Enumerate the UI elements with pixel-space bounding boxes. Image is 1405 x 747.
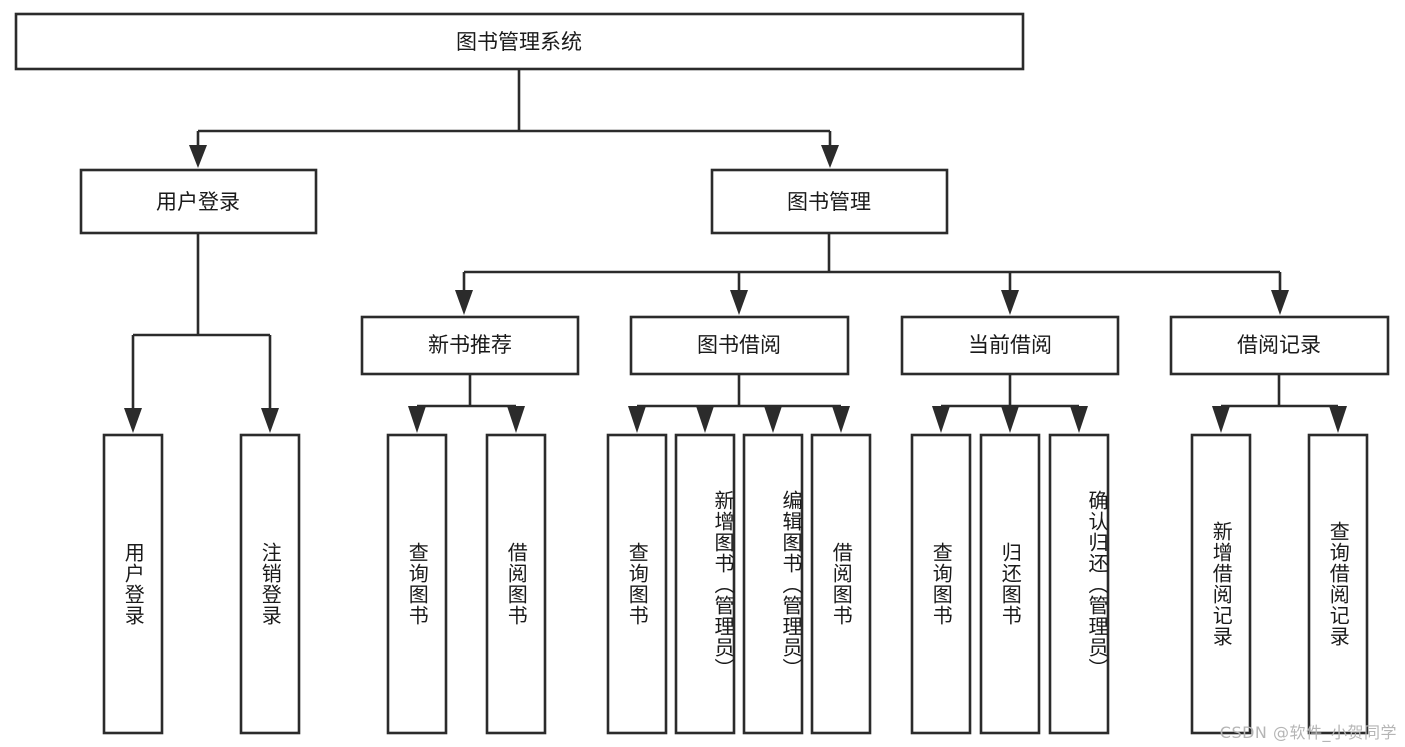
arrow-head-root-0-icon: [189, 145, 207, 168]
connector-book-borrow-to-leaves: [628, 374, 850, 433]
arrow-head-cb-2-icon: [1070, 406, 1088, 433]
node-new-book-recommend[interactable]: 新书推荐: [360, 315, 580, 376]
node-current-borrow-label: 当前借阅: [968, 333, 1052, 357]
leaf-box-br-0[interactable]: [1190, 433, 1252, 735]
node-root-label: 图书管理系统: [456, 30, 582, 54]
node-root-box[interactable]: [14, 12, 1025, 71]
node-new-book-recommend-label: 新书推荐: [428, 333, 512, 357]
leaf-box-bb-0[interactable]: [606, 433, 668, 735]
node-book-borrow-label: 图书借阅: [697, 333, 781, 357]
arrow-head-bm-3-icon: [1271, 290, 1289, 315]
node-book-management-box[interactable]: [710, 168, 949, 235]
node-book-borrow[interactable]: 图书借阅: [629, 315, 850, 376]
node-user-login[interactable]: 用户登录: [79, 168, 318, 235]
node-borrow-record-label: 借阅记录: [1237, 333, 1321, 357]
watermark-text: CSDN @软件_小贺同学: [1219, 723, 1397, 742]
leaf-box-bb-1[interactable]: [674, 433, 736, 735]
node-current-borrow[interactable]: 当前借阅: [900, 315, 1120, 376]
arrow-head-nbr-1-icon: [507, 406, 525, 433]
arrow-head-user-login-1-icon: [261, 408, 279, 433]
node-book-borrow-box[interactable]: [629, 315, 850, 376]
connector-book-management-to-level2: [455, 233, 1289, 315]
leaf-box-cb-0[interactable]: [910, 433, 972, 735]
node-borrow-record-box[interactable]: [1169, 315, 1390, 376]
arrow-head-bb-1-icon: [696, 406, 714, 433]
arrow-head-bb-3-icon: [832, 406, 850, 433]
leaf-box-br-1[interactable]: [1307, 433, 1369, 735]
node-user-login-label: 用户登录: [156, 190, 240, 214]
arrow-head-cb-1-icon: [1001, 406, 1019, 433]
arrow-head-bm-0-icon: [455, 290, 473, 315]
leaf-box-cb-2[interactable]: [1048, 433, 1110, 735]
leaf-box-nbr-1[interactable]: [485, 433, 547, 735]
arrow-head-bm-1-icon: [730, 290, 748, 315]
arrow-head-nbr-0-icon: [408, 406, 426, 433]
arrow-head-root-1-icon: [821, 145, 839, 168]
connector-user-login-to-leaves: [124, 233, 279, 433]
arrow-head-user-login-0-icon: [124, 408, 142, 433]
leaf-box-bb-2[interactable]: [742, 433, 804, 735]
arrow-head-bm-2-icon: [1001, 290, 1019, 315]
connector-root-to-level1: [189, 69, 839, 168]
node-current-borrow-box[interactable]: [900, 315, 1120, 376]
node-root[interactable]: 图书管理系统: [14, 12, 1025, 71]
arrow-head-bb-0-icon: [628, 406, 646, 433]
leaf-box-nbr-0[interactable]: [386, 433, 448, 735]
leaf-box-cb-1[interactable]: [979, 433, 1041, 735]
connector-current-borrow-to-leaves: [932, 374, 1088, 433]
connector-new-book-recommend-to-leaves: [408, 374, 525, 433]
node-borrow-record[interactable]: 借阅记录: [1169, 315, 1390, 376]
arrow-head-br-1-icon: [1329, 406, 1347, 433]
node-book-management[interactable]: 图书管理: [710, 168, 949, 235]
node-new-book-recommend-box[interactable]: [360, 315, 580, 376]
arrow-head-br-0-icon: [1212, 406, 1230, 433]
arrow-head-bb-2-icon: [764, 406, 782, 433]
leaf-box-user-login-0[interactable]: [102, 433, 164, 735]
connector-borrow-record-to-leaves: [1212, 374, 1347, 433]
leaf-box-bb-3[interactable]: [810, 433, 872, 735]
node-book-management-label: 图书管理: [787, 190, 871, 214]
leaf-box-user-login-1[interactable]: [239, 433, 301, 735]
arrow-head-cb-0-icon: [932, 406, 950, 433]
